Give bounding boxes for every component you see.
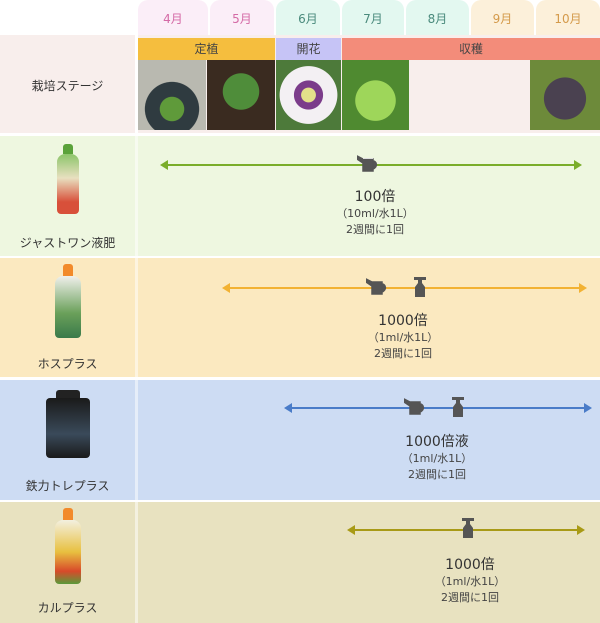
tetsuryoku-bottle-image (0, 384, 135, 474)
spray-bottle-icon (462, 518, 474, 538)
dilution-info: 1000倍 （1ml/水1L） 2週間に1回 (400, 554, 540, 606)
month-jun: 6月 (276, 0, 340, 35)
application-period-arrow (222, 283, 587, 293)
calplus-bottle-image (0, 506, 135, 596)
month-aug: 8月 (406, 0, 469, 35)
dilution-ratio: （1ml/水1L） (434, 575, 506, 588)
product-row-tetsuryoku (0, 380, 600, 500)
dilution-ratio: （1ml/水1L） (401, 452, 473, 465)
seedling-photo (138, 60, 206, 130)
dilution-rate: 100倍 (354, 189, 396, 205)
dilution-rate: 1000倍 (378, 313, 428, 329)
product-row-justone (0, 136, 600, 256)
hosplus-bottle-image (0, 262, 135, 352)
application-frequency: 2週間に1回 (408, 468, 466, 481)
plant-photo (207, 60, 275, 130)
stage-label: 栽培ステージ (31, 79, 104, 93)
stage-planting: 定植 (138, 38, 275, 60)
month-apr: 4月 (138, 0, 208, 35)
month-jul: 7月 (342, 0, 404, 35)
month-may: 5月 (210, 0, 274, 35)
dilution-info: 1000倍液 （1ml/水1L） 2週間に1回 (367, 431, 507, 483)
dilution-rate: 1000倍液 (405, 434, 469, 450)
product-name: カルプラス (37, 601, 98, 615)
application-frequency: 2週間に1回 (374, 347, 432, 360)
application-frequency: 2週間に1回 (346, 223, 404, 236)
watering-can-icon (357, 155, 378, 172)
product-name: ホスプラス (37, 357, 98, 371)
stage-harvest: 収穫 (342, 38, 600, 60)
dilution-info: 100倍 （10ml/水1L） 2週間に1回 (305, 186, 445, 238)
month-sep: 9月 (471, 0, 534, 35)
dilution-ratio: （1ml/水1L） (367, 331, 439, 344)
ripe-fruit-photo (530, 60, 600, 130)
product-row-hosplus (0, 258, 600, 377)
month-oct: 10月 (536, 0, 600, 35)
dilution-ratio: （10ml/水1L） (336, 207, 414, 220)
watering-can-icon (404, 398, 425, 415)
product-row-calplus (0, 502, 600, 623)
green-fruit-photo (342, 60, 409, 130)
dilution-rate: 1000倍 (445, 557, 495, 573)
flower-photo (276, 60, 341, 130)
product-name: 鉄力トレプラス (25, 479, 110, 493)
spray-bottle-icon (414, 277, 426, 297)
stage-flowering: 開花 (276, 38, 341, 60)
dilution-info: 1000倍 （1ml/水1L） 2週間に1回 (333, 310, 473, 362)
watering-can-icon (366, 278, 387, 295)
spray-bottle-icon (452, 397, 464, 417)
justone-bottle-image (0, 140, 135, 230)
application-period-arrow (284, 403, 592, 413)
product-name: ジャストワン液肥 (19, 236, 116, 250)
application-frequency: 2週間に1回 (441, 591, 499, 604)
